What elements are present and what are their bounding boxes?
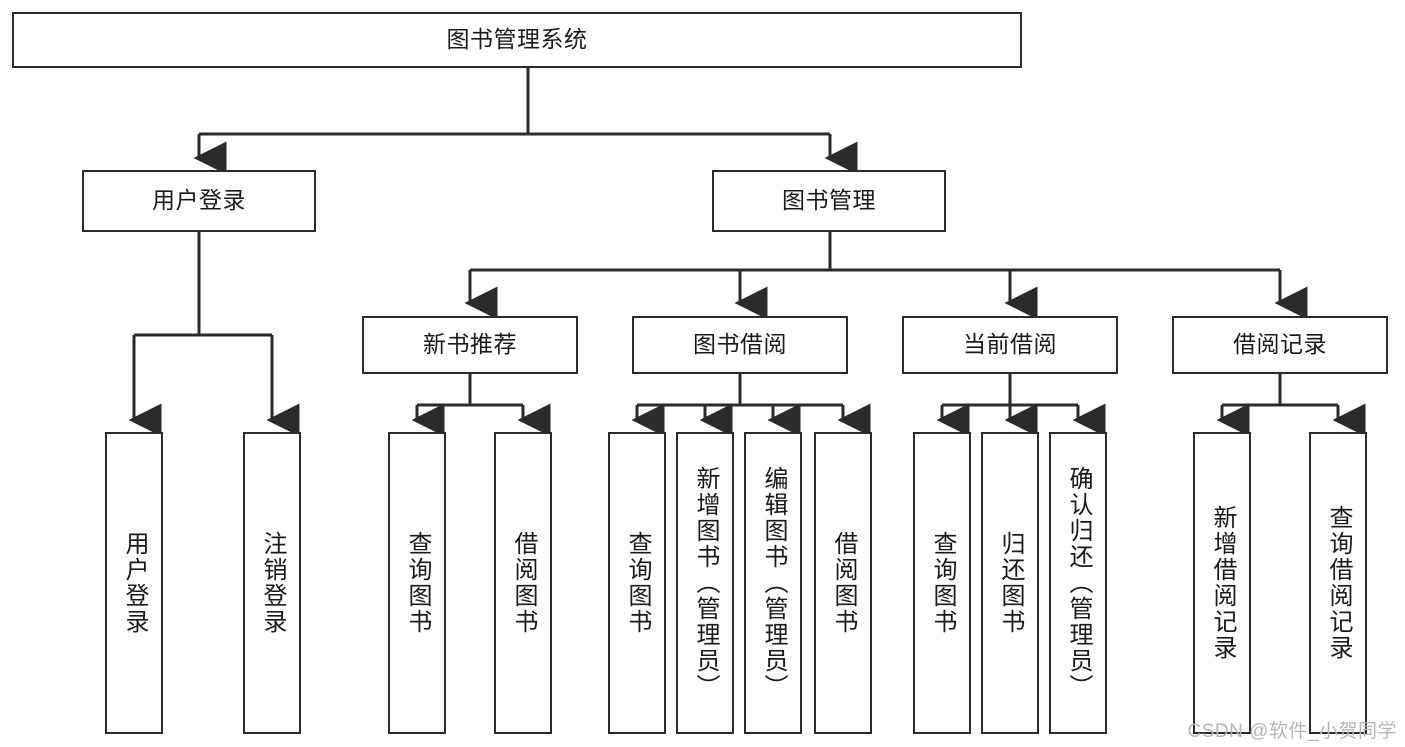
csdn-watermark: CSDN @软件_小贺同学 (1187, 721, 1397, 742)
node-current-borrow[interactable]: 当前借阅 (902, 316, 1118, 374)
node-root-label: 图书管理系统 (446, 26, 588, 53)
node-leaf-borrow-book-1-label: 借阅图书 (509, 531, 537, 635)
node-leaf-query-book-2[interactable]: 查询图书 (608, 432, 666, 734)
node-leaf-logout[interactable]: 注销登录 (243, 432, 301, 734)
node-book-manage[interactable]: 图书管理 (712, 170, 946, 232)
node-leaf-borrow-book-2[interactable]: 借阅图书 (814, 432, 872, 734)
node-leaf-user-login[interactable]: 用户登录 (105, 432, 163, 734)
node-leaf-query-book-2-label: 查询图书 (623, 531, 651, 635)
node-leaf-add-book-label: 新增图书（管理员） (691, 466, 719, 700)
node-user-login-label: 用户登录 (152, 187, 246, 214)
node-leaf-edit-book-label: 编辑图书（管理员） (759, 466, 787, 700)
node-root[interactable]: 图书管理系统 (12, 12, 1022, 68)
node-leaf-return-book[interactable]: 归还图书 (981, 432, 1039, 734)
node-leaf-add-book[interactable]: 新增图书（管理员） (676, 432, 734, 734)
node-leaf-add-record[interactable]: 新增借阅记录 (1193, 432, 1251, 734)
node-leaf-user-login-label: 用户登录 (120, 531, 148, 635)
node-leaf-query-record-label: 查询借阅记录 (1324, 505, 1352, 661)
node-user-login[interactable]: 用户登录 (82, 170, 316, 232)
node-leaf-return-book-label: 归还图书 (996, 531, 1024, 635)
node-book-borrow-label: 图书借阅 (693, 331, 787, 358)
node-new-book-rec-label: 新书推荐 (423, 331, 517, 358)
node-leaf-confirm-return-label: 确认归还（管理员） (1064, 466, 1092, 700)
node-leaf-add-record-label: 新增借阅记录 (1208, 505, 1236, 661)
node-leaf-query-book-3-label: 查询图书 (928, 531, 956, 635)
node-leaf-edit-book[interactable]: 编辑图书（管理员） (744, 432, 802, 734)
node-leaf-borrow-book-2-label: 借阅图书 (829, 531, 857, 635)
node-leaf-borrow-book-1[interactable]: 借阅图书 (494, 432, 552, 734)
node-leaf-query-book-1[interactable]: 查询图书 (388, 432, 446, 734)
node-leaf-query-book-3[interactable]: 查询图书 (913, 432, 971, 734)
node-new-book-rec[interactable]: 新书推荐 (362, 316, 578, 374)
node-leaf-confirm-return[interactable]: 确认归还（管理员） (1049, 432, 1107, 734)
node-current-borrow-label: 当前借阅 (963, 331, 1057, 358)
node-leaf-query-record[interactable]: 查询借阅记录 (1309, 432, 1367, 734)
node-book-borrow[interactable]: 图书借阅 (632, 316, 848, 374)
node-book-manage-label: 图书管理 (782, 187, 876, 214)
node-leaf-logout-label: 注销登录 (258, 531, 286, 635)
node-borrow-record-label: 借阅记录 (1233, 331, 1327, 358)
node-leaf-query-book-1-label: 查询图书 (403, 531, 431, 635)
node-borrow-record[interactable]: 借阅记录 (1172, 316, 1388, 374)
